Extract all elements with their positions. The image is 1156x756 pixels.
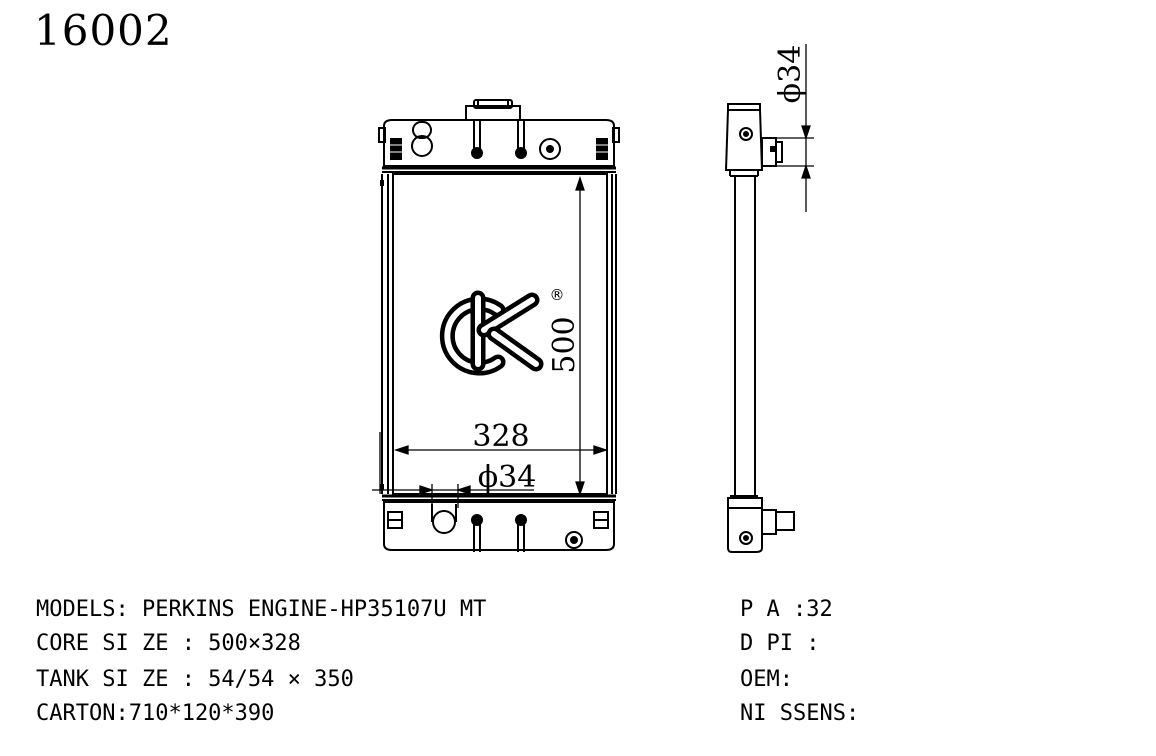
spec-nissens: NI SSENS: [740,701,860,726]
spec-models: MODELS: PERKINS ENGINE-HP35107U MT [36,597,487,622]
registered-mark: ® [550,286,565,304]
spec-oem: OEM: [740,667,793,692]
spec-dpi: D PI : [740,631,820,656]
dimension-front-inlet [372,484,534,508]
radiator-side-view [724,103,795,553]
height-dimension-label: 500 [547,316,582,373]
top-tank [383,119,615,167]
filler-cap [465,99,521,121]
width-dimension-label: 328 [472,419,529,454]
spec-pa: P A :32 [740,597,833,622]
front-inlet-dimension-label: ϕ34 [478,460,537,495]
bottom-tank [383,501,615,551]
top-inlet-pipe [411,135,433,157]
dimension-side-inlet [764,44,814,212]
dimension-height [568,173,596,497]
spec-core-size: CORE SI ZE : 500×328 [36,631,301,656]
spec-carton: CARTON:710*120*390 [36,701,275,726]
spec-tank-size: TANK SI ZE : 54/54 × 350 [36,667,354,692]
radiator-front-view [378,99,620,552]
drain-plug [565,531,583,549]
part-number: 16002 [34,6,173,55]
bottom-outlet-pipe [432,510,456,534]
dimension-width [379,432,609,494]
radiator-drawing: 328 500 ϕ34 ϕ34 ® [372,44,814,553]
side-inlet-dimension-label: ϕ34 [773,45,808,104]
ck-logo [439,290,544,376]
radiator-core [392,173,608,495]
